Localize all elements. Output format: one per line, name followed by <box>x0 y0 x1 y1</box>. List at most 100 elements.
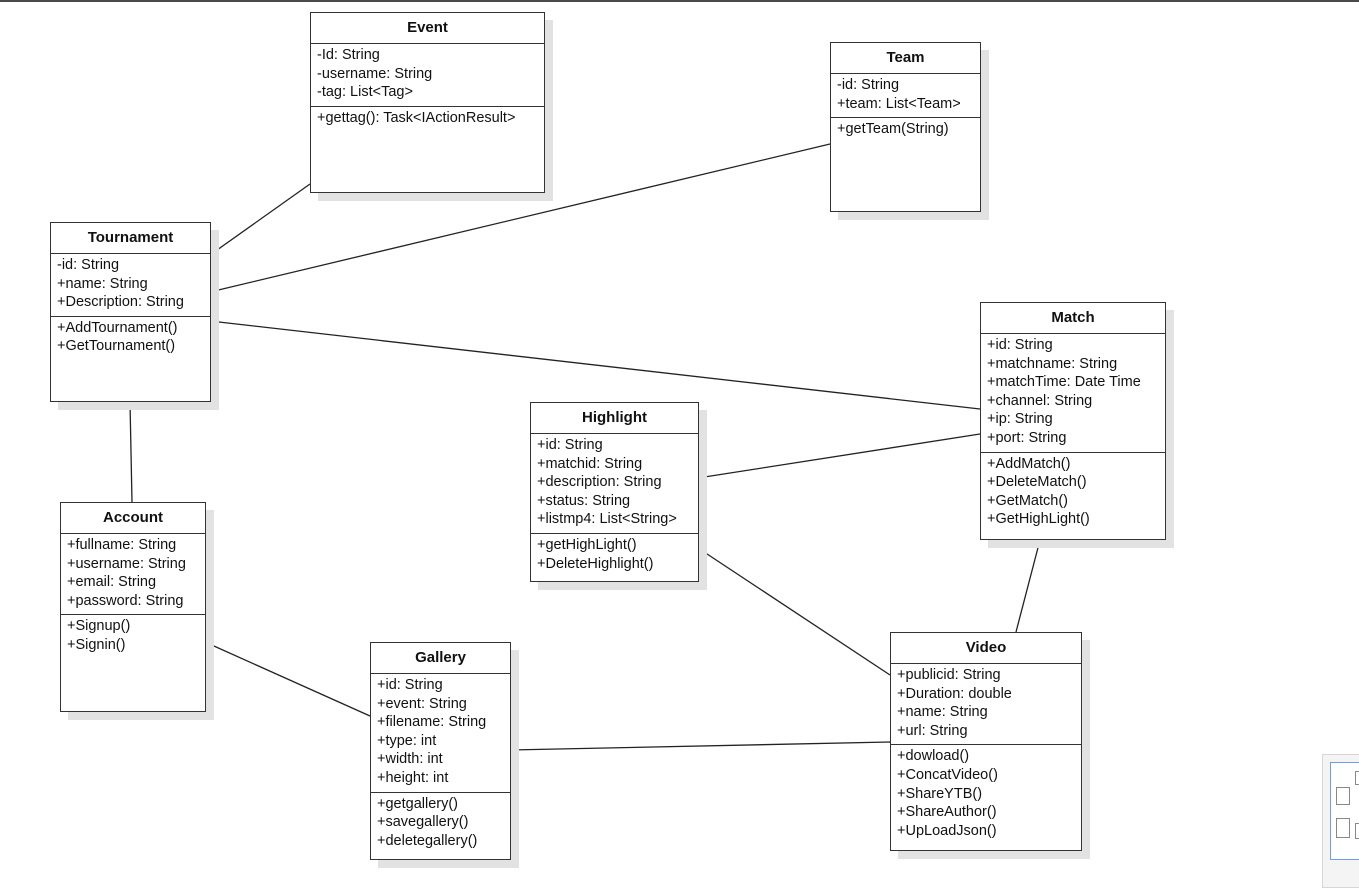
method: +ConcatVideo() <box>897 766 998 783</box>
method: +AddMatch() <box>987 455 1071 472</box>
class-video[interactable]: Video +publicid: String +Duration: doubl… <box>890 632 1082 851</box>
minimap-thumbnail <box>1336 787 1350 805</box>
attribute: +description: String <box>537 474 662 491</box>
method: +deletegallery() <box>377 832 478 849</box>
class-tournament-methods: +AddTournament() +GetTournament() <box>51 317 210 360</box>
attribute: +filename: String <box>377 714 487 731</box>
attribute: +id: String <box>987 337 1053 353</box>
class-video-methods: +dowload() +ConcatVideo() +ShareYTB() +S… <box>891 745 1081 844</box>
minimap-viewport[interactable] <box>1330 762 1359 860</box>
attribute: +type: int <box>377 732 437 749</box>
attribute: +username: String <box>67 555 186 572</box>
class-tournament[interactable]: Tournament -id: String +name: String +De… <box>50 222 211 402</box>
method: +getHighLight() <box>537 536 637 553</box>
attribute: -tag: List<Tag> <box>317 84 413 101</box>
assoc-gallery-video[interactable] <box>509 741 891 751</box>
assoc-highlight-video[interactable] <box>697 547 891 676</box>
class-team-name: Team <box>831 43 980 74</box>
attribute: +id: String <box>537 437 603 453</box>
method: +getgallery() <box>377 795 458 812</box>
class-account-name: Account <box>61 503 205 534</box>
method: +Signin() <box>67 636 126 653</box>
attribute: +matchid: String <box>537 455 643 472</box>
attribute: +channel: String <box>987 392 1093 409</box>
class-highlight[interactable]: Highlight +id: String +matchid: String +… <box>530 402 699 582</box>
assoc-tournament-team[interactable] <box>209 143 831 293</box>
attribute: +matchTime: Date Time <box>987 374 1141 391</box>
attribute: +password: String <box>67 592 184 609</box>
method: +AddTournament() <box>57 319 178 336</box>
attribute: +publicid: String <box>897 667 1001 683</box>
class-highlight-methods: +getHighLight() +DeleteHighlight() <box>531 534 698 577</box>
attribute: -username: String <box>317 65 433 82</box>
minimap-thumbnail <box>1336 818 1350 838</box>
method: +Signup() <box>67 618 131 635</box>
outline-minimap[interactable] <box>1322 754 1359 888</box>
method: +dowload() <box>897 748 970 765</box>
attribute: +team: List<Team> <box>837 95 961 112</box>
assoc-account-gallery[interactable] <box>204 641 371 717</box>
attribute: +listmp4: List<String> <box>537 511 677 528</box>
class-gallery-name: Gallery <box>371 643 510 674</box>
attribute: -id: String <box>837 77 900 93</box>
class-match-attributes: +id: String +matchname: String +matchTim… <box>981 334 1165 453</box>
attribute: +event: String <box>377 695 467 712</box>
class-team-attributes: -id: String +team: List<Team> <box>831 74 980 119</box>
assoc-highlight-match[interactable] <box>697 433 981 479</box>
class-event-methods: +gettag(): Task<IActionResult> <box>311 107 544 132</box>
class-match[interactable]: Match +id: String +matchname: String +ma… <box>980 302 1166 540</box>
attribute: +url: String <box>897 722 968 739</box>
method: +GetTournament() <box>57 338 176 355</box>
assoc-match-video[interactable] <box>1015 539 1041 633</box>
attribute: -id: String <box>57 257 120 273</box>
class-event[interactable]: Event -Id: String -username: String -tag… <box>310 12 545 193</box>
attribute: +Duration: double <box>897 685 1012 702</box>
attribute: +ip: String <box>987 411 1053 428</box>
method: +DeleteHighlight() <box>537 555 654 572</box>
method: +ShareAuthor() <box>897 804 997 821</box>
class-highlight-attributes: +id: String +matchid: String +descriptio… <box>531 434 698 534</box>
attribute: +status: String <box>537 492 631 509</box>
attribute: +Description: String <box>57 294 184 311</box>
assoc-tournament-match[interactable] <box>209 320 981 410</box>
method: +ShareYTB() <box>897 785 983 802</box>
attribute: +name: String <box>57 275 148 292</box>
class-account-attributes: +fullname: String +username: String +ema… <box>61 534 205 616</box>
class-account[interactable]: Account +fullname: String +username: Str… <box>60 502 206 712</box>
method: +DeleteMatch() <box>987 474 1087 491</box>
method: +getTeam(String) <box>837 121 949 138</box>
method: +GetMatch() <box>987 492 1068 509</box>
attribute: +port: String <box>987 429 1067 446</box>
attribute: -Id: String <box>317 47 380 63</box>
class-video-attributes: +publicid: String +Duration: double +nam… <box>891 664 1081 746</box>
minimap-thumbnail <box>1355 823 1359 839</box>
method: +gettag(): Task<IActionResult> <box>317 109 516 126</box>
class-match-methods: +AddMatch() +DeleteMatch() +GetMatch() +… <box>981 453 1165 533</box>
class-team-methods: +getTeam(String) <box>831 118 980 143</box>
class-match-name: Match <box>981 303 1165 334</box>
method: +GetHighLight() <box>987 511 1090 528</box>
class-team[interactable]: Team -id: String +team: List<Team> +getT… <box>830 42 981 212</box>
class-gallery-methods: +getgallery() +savegallery() +deletegall… <box>371 793 510 855</box>
method: +UpLoadJson() <box>897 822 997 839</box>
attribute: +width: int <box>377 751 443 768</box>
assoc-tournament-event[interactable] <box>209 183 311 256</box>
attribute: +id: String <box>377 677 443 693</box>
method: +savegallery() <box>377 814 469 831</box>
class-event-attributes: -Id: String -username: String -tag: List… <box>311 44 544 107</box>
class-gallery[interactable]: Gallery +id: String +event: String +file… <box>370 642 511 860</box>
class-video-name: Video <box>891 633 1081 664</box>
attribute: +matchname: String <box>987 355 1118 372</box>
top-border <box>0 0 1359 2</box>
assoc-tournament-account[interactable] <box>129 401 133 503</box>
attribute: +height: int <box>377 769 449 786</box>
attribute: +fullname: String <box>67 537 177 553</box>
minimap-thumbnail <box>1355 771 1359 785</box>
class-highlight-name: Highlight <box>531 403 698 434</box>
class-account-methods: +Signup() +Signin() <box>61 615 205 658</box>
class-tournament-name: Tournament <box>51 223 210 254</box>
attribute: +name: String <box>897 704 988 721</box>
class-tournament-attributes: -id: String +name: String +Description: … <box>51 254 210 317</box>
class-gallery-attributes: +id: String +event: String +filename: St… <box>371 674 510 793</box>
